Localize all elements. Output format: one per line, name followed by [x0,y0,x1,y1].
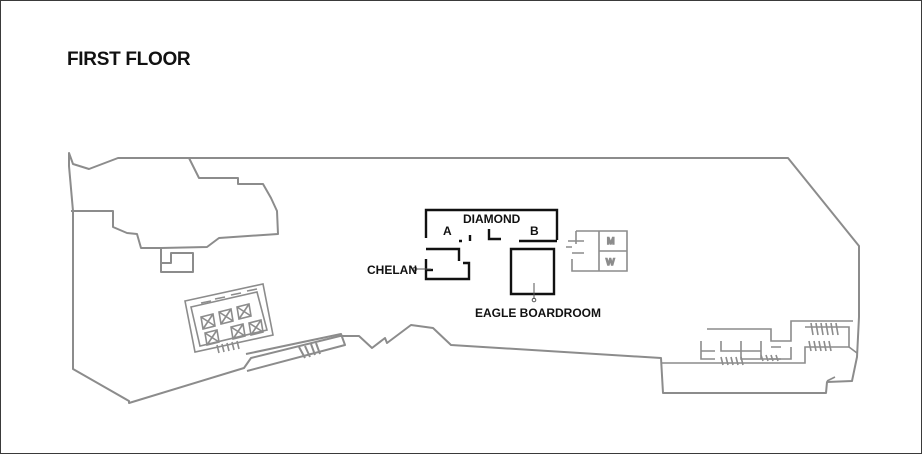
chelan-label: CHELAN [367,263,417,277]
eagle-boardroom-label: EAGLE BOARDROOM [475,306,601,320]
stair-core [184,283,274,354]
floor-title: FIRST FLOOR [67,49,191,70]
restrooms: M W [566,230,628,272]
label-leaders [412,266,537,303]
meeting-room-walls [424,208,559,296]
building-outline [68,152,860,404]
diamond-label: DIAMOND [463,212,521,226]
diamond-a-label: A [443,224,452,238]
east-wing-details [661,320,858,382]
restroom-women-label: W [606,257,615,267]
restroom-men-label: M [607,236,615,246]
diamond-b-label: B [530,224,539,238]
